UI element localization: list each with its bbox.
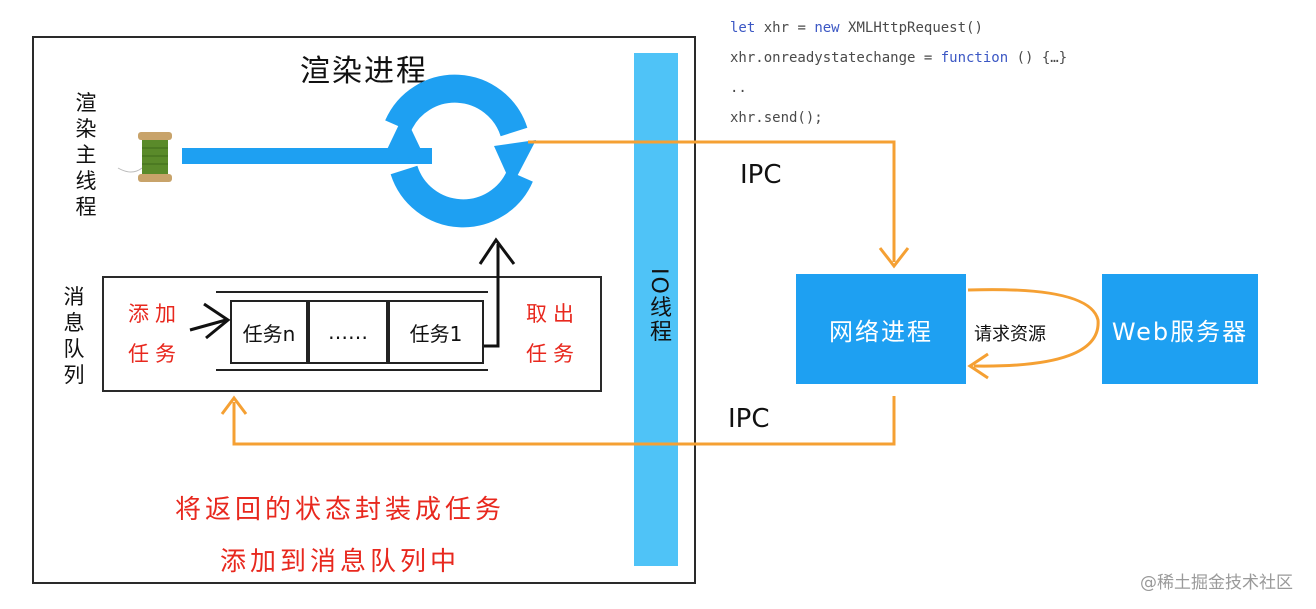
thread-spool-icon [117, 132, 172, 182]
message-queue-box [102, 276, 602, 392]
caption: 将返回的状态封装成任务 添加到消息队列中 [130, 484, 550, 588]
request-resource-label: 请求资源 [974, 324, 1046, 345]
add-task-label-2: 任务 [128, 342, 182, 366]
code-line-1: let xhr = new XMLHttpRequest() [730, 20, 983, 36]
event-loop-cycle-icon [382, 74, 536, 228]
take-task-arrow [478, 237, 516, 348]
watermark: @稀土掘金技术社区 [1140, 573, 1293, 593]
task-ellipsis: …… [308, 300, 388, 364]
add-task-arrow [189, 302, 231, 340]
io-thread-label: IO线程 [646, 268, 671, 344]
ipc-label-top: IPC [740, 160, 782, 190]
caption-line-1: 将返回的状态封装成任务 [174, 495, 505, 525]
ipc-label-bottom: IPC [728, 404, 770, 434]
network-process-box: 网络进程 [796, 274, 966, 384]
take-task-label-2: 任务 [526, 342, 580, 366]
ipc-response-arrow [220, 395, 896, 446]
renderer-process-title: 渲染进程 [300, 54, 428, 89]
web-server-box: Web服务器 [1102, 274, 1258, 384]
task-n: 任务n [230, 300, 308, 364]
code-line-3: .. [730, 80, 747, 96]
add-task-label-1: 添加 [128, 302, 182, 326]
code-line-4: xhr.send(); [730, 110, 823, 126]
message-queue-label: 消息队列 [63, 285, 85, 387]
task-1: 任务1 [388, 300, 484, 364]
code-line-2: xhr.onreadystatechange = function () {…} [730, 50, 1068, 66]
main-thread-bar [182, 148, 432, 164]
request-resource-arrow [967, 288, 1100, 380]
caption-line-2: 添加到消息队列中 [219, 547, 460, 577]
renderer-process-box [32, 36, 696, 584]
take-task-label-1: 取出 [526, 302, 580, 326]
main-thread-label: 渲染主线程 [75, 91, 97, 219]
ipc-request-arrow [528, 140, 910, 269]
io-thread-bar [634, 53, 678, 566]
